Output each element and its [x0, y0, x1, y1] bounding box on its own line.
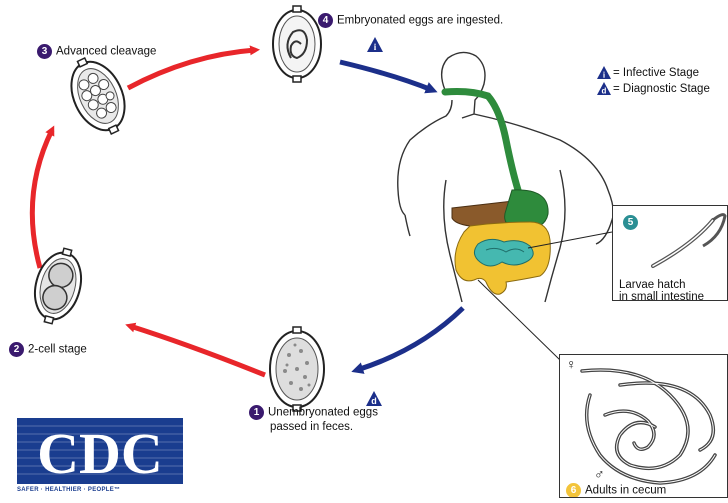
stage4-number: 4	[318, 13, 333, 28]
stage2-number: 2	[9, 342, 24, 357]
infective-marker: i	[367, 37, 383, 52]
stage3-label: 3 Advanced cleavage	[37, 44, 156, 59]
adult-worms-illustration	[560, 355, 727, 497]
stage1-number: 1	[249, 405, 264, 420]
digestive-tract	[445, 92, 550, 295]
inset-stage5: 5 Larvae hatch in small intestine	[612, 205, 728, 301]
stage5-line2: in small intestine	[619, 290, 704, 301]
stage4-text: Embryonated eggs are ingested.	[337, 15, 503, 27]
legend-diagnostic-text: = Diagnostic Stage	[613, 83, 710, 95]
arrow-excretion	[357, 308, 463, 370]
svg-text:d: d	[602, 87, 607, 96]
egg-stage1	[270, 327, 324, 411]
esophagus	[445, 92, 518, 191]
egg-stage3	[59, 50, 136, 143]
legend-diagnostic: d = Diagnostic Stage	[597, 82, 710, 96]
stage1-line1: Unembryonated eggs	[268, 407, 378, 419]
female-symbol-icon: ♀	[566, 357, 577, 371]
diagnostic-marker: d	[366, 391, 382, 406]
svg-text:CDC: CDC	[37, 421, 163, 486]
stage1-line2: passed in feces.	[249, 420, 378, 434]
stage2-text: 2-cell stage	[28, 344, 87, 356]
stage6-number: 6	[566, 483, 581, 498]
legend-infective: i = Infective Stage	[597, 66, 699, 80]
legend-infective-text: = Infective Stage	[613, 67, 699, 79]
arrow-ingestion	[340, 62, 432, 90]
stage4-label: 4 Embryonated eggs are ingested.	[318, 13, 503, 28]
arrow-stage1-to-stage2	[130, 326, 265, 375]
cdc-logo: CDC	[17, 418, 183, 496]
svg-text:d: d	[371, 396, 377, 406]
stage1-label: 1 Unembryonated eggs passed in feces.	[249, 405, 378, 434]
stage5-number: 5	[623, 215, 638, 230]
small-intestine	[474, 239, 533, 266]
diagnostic-legend-icon: d	[597, 82, 611, 95]
stage2-label: 2 2-cell stage	[9, 342, 87, 357]
stage6-text: Adults in cecum	[585, 485, 666, 497]
infective-legend-icon: i	[597, 66, 611, 79]
male-symbol-icon: ♂	[594, 467, 605, 481]
cdc-tagline: SAFER · HEALTHIER · PEOPLE™	[17, 487, 120, 493]
stage3-number: 3	[37, 44, 52, 59]
inset-stage6: ♀ ♂ 6 Adults in cecum	[559, 354, 728, 498]
stage6-label: 6 Adults in cecum	[566, 483, 666, 498]
stage3-text: Advanced cleavage	[56, 46, 156, 58]
arrow-stage2-to-stage3	[32, 130, 52, 268]
egg-stage4	[273, 6, 321, 82]
